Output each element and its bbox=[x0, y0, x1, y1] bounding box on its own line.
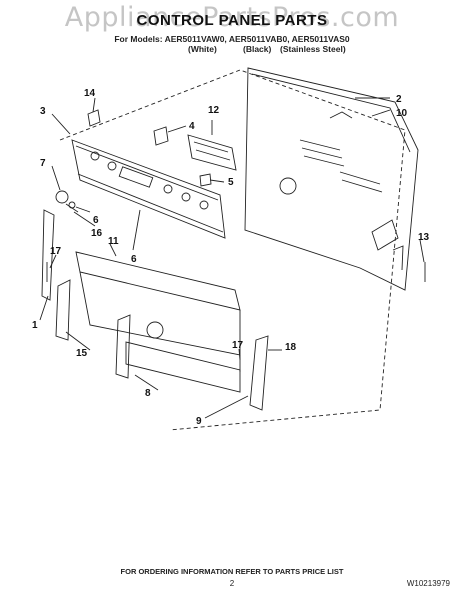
manifold-panel bbox=[75, 251, 241, 356]
watermark: AppliancePartsPros.com bbox=[64, 2, 400, 33]
page-number: 2 bbox=[229, 579, 235, 588]
callout-17a: 17 bbox=[50, 246, 62, 257]
left-end-cap bbox=[41, 209, 55, 301]
callout-10: 10 bbox=[396, 108, 408, 119]
variant-white: (White) bbox=[188, 44, 217, 54]
console-front-panel bbox=[71, 139, 226, 239]
callout-12: 12 bbox=[208, 105, 220, 116]
knob bbox=[55, 190, 69, 204]
bottom-trim bbox=[125, 341, 241, 393]
callout-1: 1 bbox=[32, 320, 38, 331]
backguard-panel bbox=[244, 67, 419, 291]
callout-18: 18 bbox=[285, 342, 297, 353]
callout-17b: 17 bbox=[232, 340, 244, 351]
ordering-note: FOR ORDERING INFORMATION REFER TO PARTS … bbox=[120, 567, 344, 576]
callout-7: 7 bbox=[40, 158, 46, 169]
models-line: For Models: AER5011VAW0, AER5011VAB0, AE… bbox=[114, 34, 350, 44]
callout-9: 9 bbox=[196, 416, 202, 427]
callout-11: 11 bbox=[108, 236, 119, 247]
callout-6a: 6 bbox=[93, 215, 99, 226]
callout-8: 8 bbox=[145, 388, 151, 399]
part-5-switch bbox=[199, 173, 212, 187]
callout-4: 4 bbox=[189, 121, 195, 132]
variant-black: (Black) bbox=[243, 44, 272, 54]
page-title: CONTROL PANEL PARTS bbox=[136, 12, 328, 29]
part-14-bracket bbox=[87, 109, 101, 127]
document-number: W10213979 bbox=[406, 579, 450, 588]
bracket-15b bbox=[115, 314, 131, 379]
part-4-clip bbox=[153, 126, 169, 146]
callout-13: 13 bbox=[418, 232, 430, 243]
callout-16: 16 bbox=[91, 228, 103, 239]
bracket-15a bbox=[55, 279, 71, 341]
callout-3: 3 bbox=[40, 106, 46, 117]
callout-6b: 6 bbox=[131, 254, 137, 265]
callout-5: 5 bbox=[228, 177, 234, 188]
variant-stainless: (Stainless Steel) bbox=[280, 44, 346, 54]
callout-15: 15 bbox=[76, 348, 88, 359]
electronic-control-board bbox=[187, 134, 237, 171]
callout-2: 2 bbox=[396, 94, 402, 105]
callout-14: 14 bbox=[84, 88, 96, 99]
right-end-cap bbox=[249, 335, 269, 411]
assembly-outline bbox=[59, 69, 406, 431]
